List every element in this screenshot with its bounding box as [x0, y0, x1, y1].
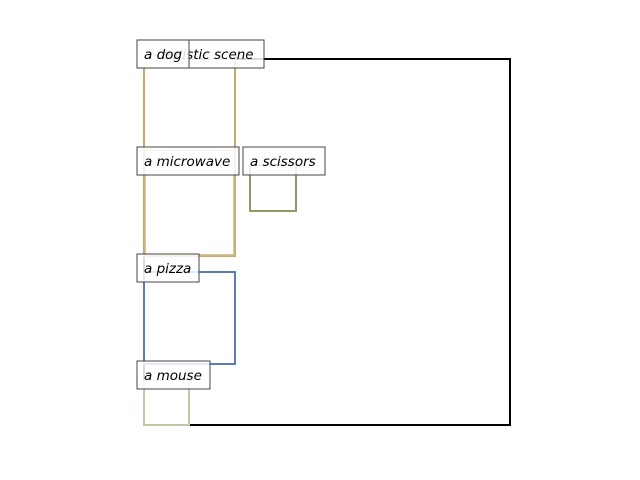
label-mouse-text: a mouse: [144, 368, 202, 384]
label-mouse: a mouse: [136, 360, 211, 390]
label-dog: a dog: [136, 39, 190, 69]
label-microwave-text: a microwave: [144, 154, 230, 170]
label-pizza-text: a pizza: [144, 261, 191, 277]
label-microwave: a microwave: [136, 146, 240, 176]
label-scissors: a scissors: [242, 146, 326, 176]
label-pizza: a pizza: [136, 253, 200, 283]
box-pizza: [143, 271, 236, 365]
label-scissors-text: a scissors: [250, 154, 316, 170]
label-dog-text: a dog: [144, 47, 182, 63]
